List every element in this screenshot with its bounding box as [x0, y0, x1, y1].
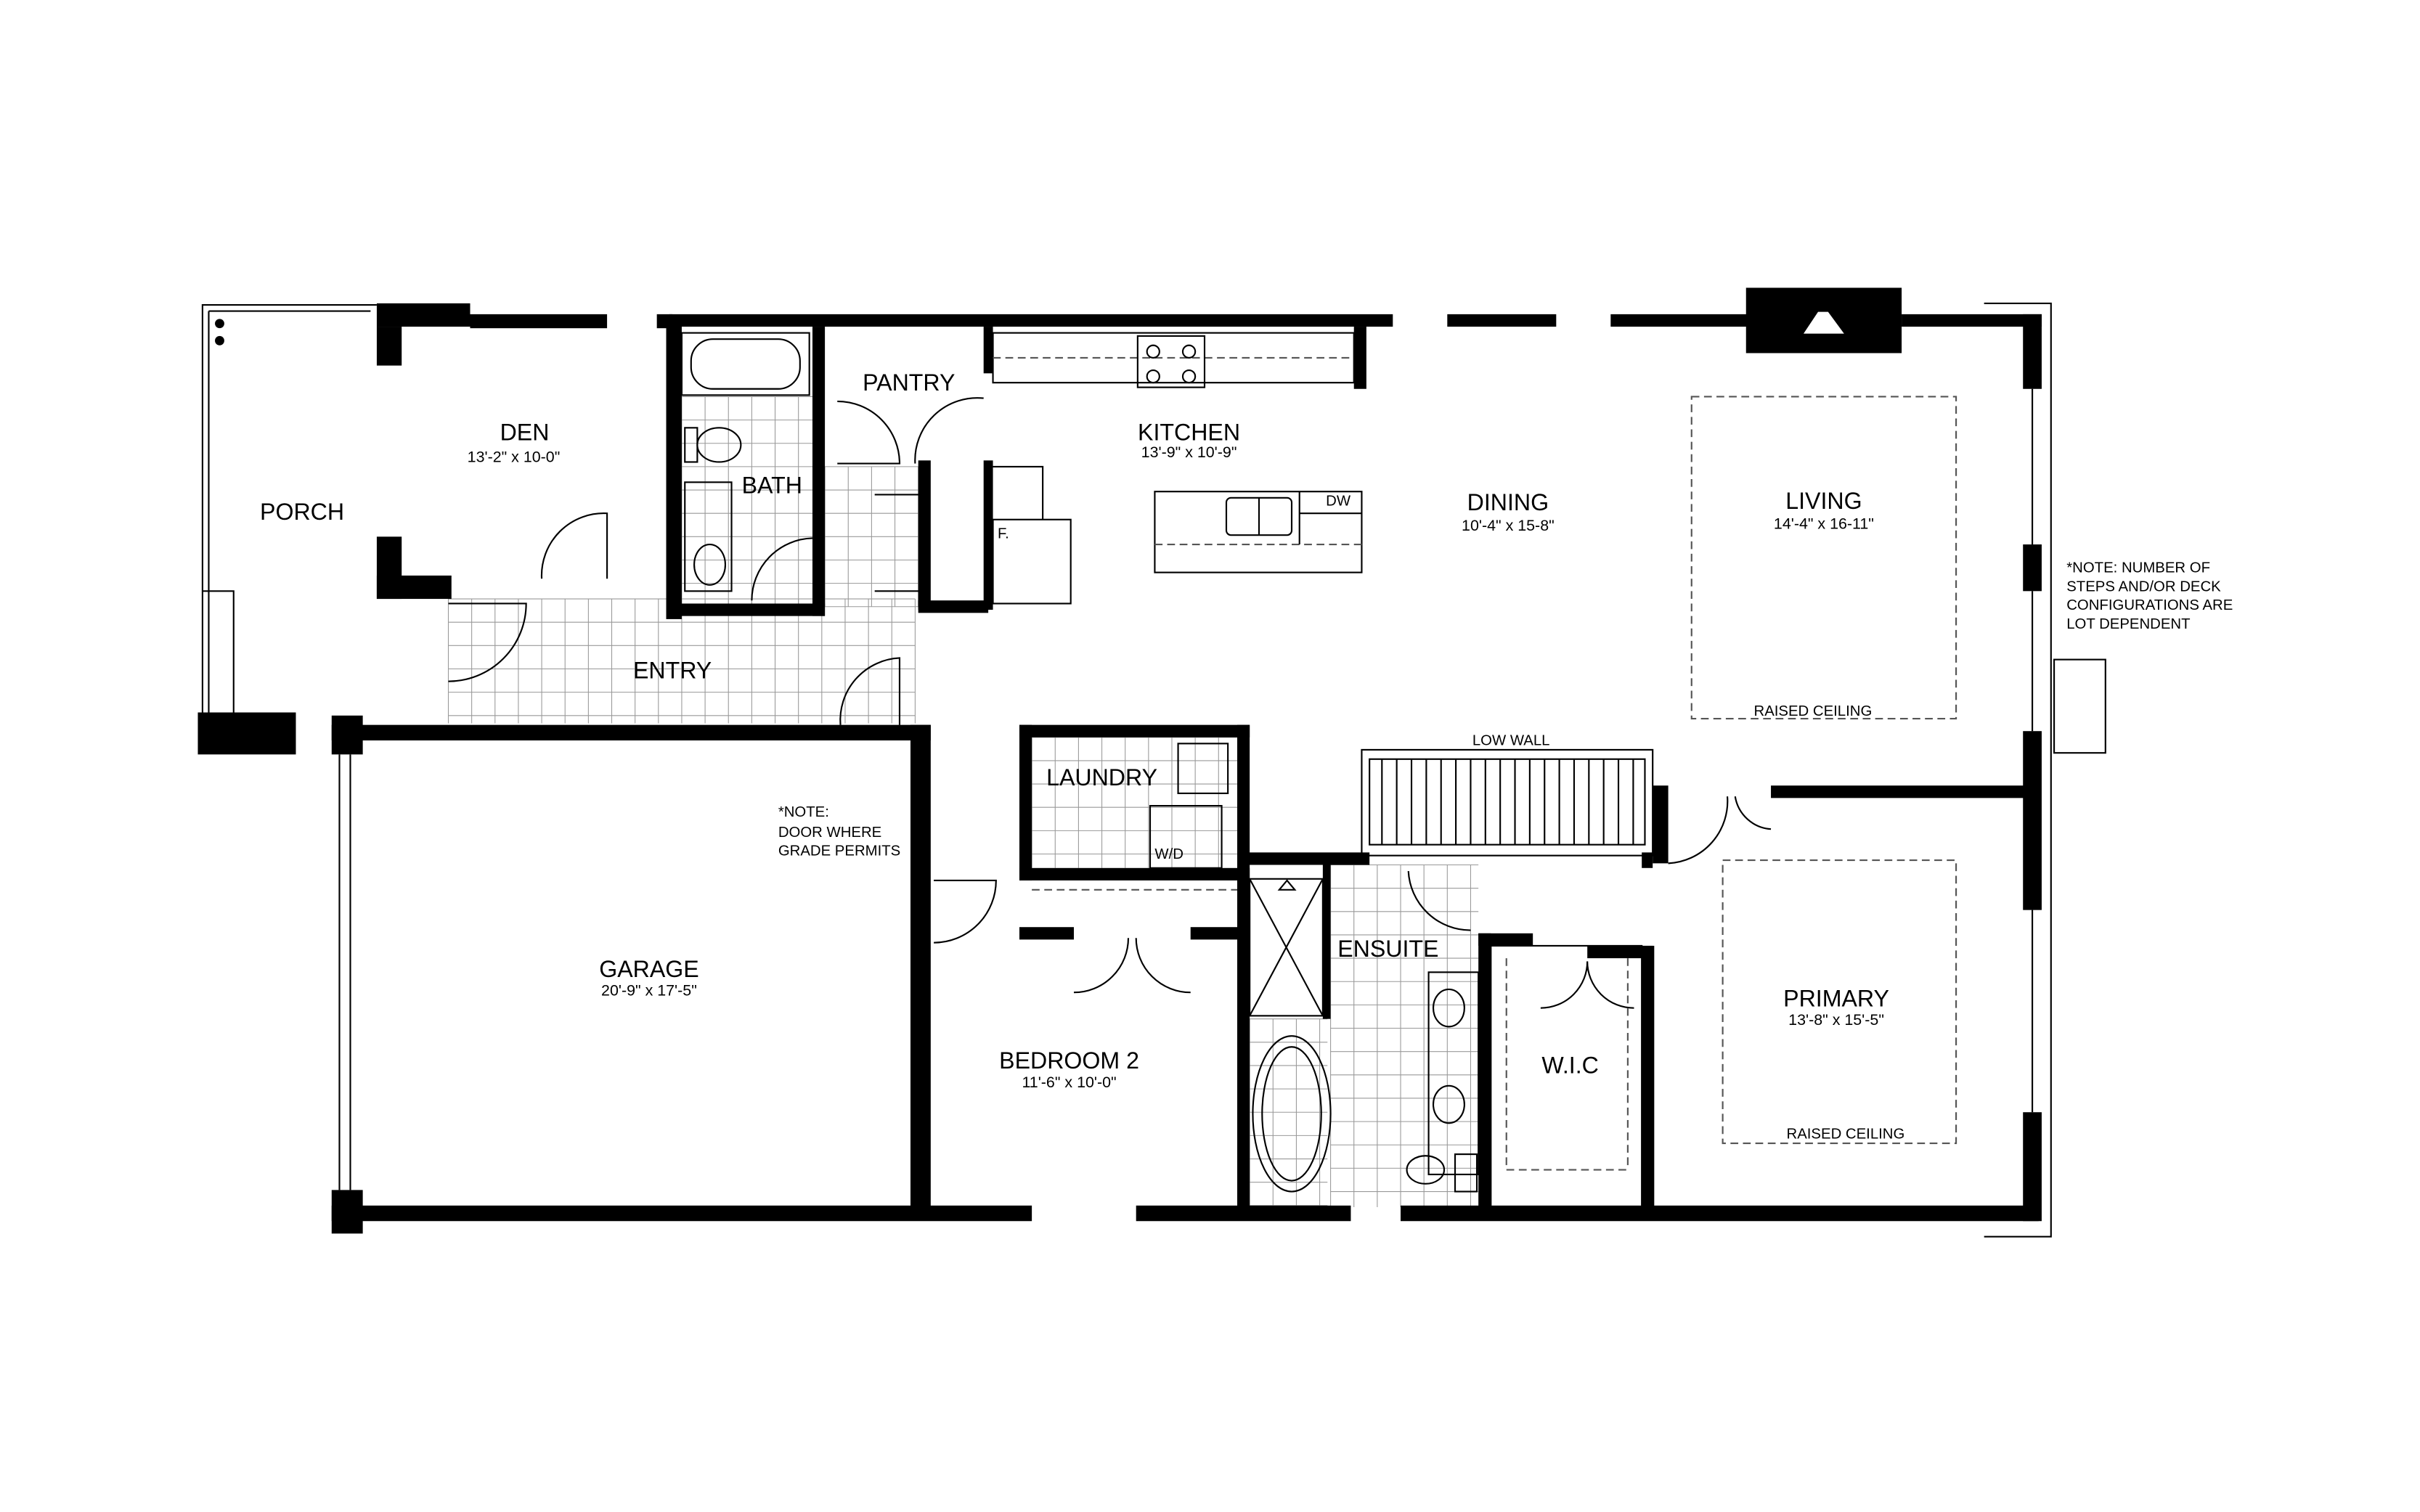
garage-door-note: *NOTE: DOOR WHERE GRADE PERMITS — [778, 804, 900, 859]
porch-outline — [197, 303, 377, 755]
wic-rods — [1490, 944, 1643, 1211]
note-line: CONFIGURATIONS ARE — [2066, 597, 2233, 613]
note-line: *NOTE: NUMBER OF — [2066, 560, 2210, 576]
stairs — [1361, 748, 1654, 857]
primary-raised-ceiling — [1722, 859, 1957, 1145]
kitchen-size: 13'-9" x 10'-9" — [1141, 444, 1237, 461]
note-line: STEPS AND/OR DECK — [2066, 579, 2221, 594]
garage-door — [338, 754, 351, 1190]
note-line: GRADE PERMITS — [778, 843, 900, 859]
dining-size: 10'-4" x 15-8" — [1462, 517, 1555, 534]
note-line: DOOR WHERE — [778, 825, 881, 841]
den-size: 13'-2" x 10-0" — [468, 448, 561, 465]
note-line: LOT DEPENDENT — [2066, 616, 2190, 632]
kitchen-counter — [992, 332, 1355, 388]
pantry-label: PANTRY — [863, 369, 955, 396]
fridge-label: F. — [998, 526, 1009, 542]
primary-size: 13'-8" x 15'-5" — [1788, 1011, 1884, 1029]
ensuite-fixtures — [1249, 878, 1480, 1193]
bedroom2-label: BEDROOM 2 — [999, 1047, 1139, 1074]
bath-fixtures — [680, 332, 810, 592]
den-label: DEN — [500, 419, 550, 445]
primary-ceiling-label: RAISED CEILING — [1787, 1127, 1905, 1143]
wic-label: W.I.C — [1541, 1053, 1599, 1079]
dining-label: DINING — [1467, 489, 1549, 515]
walls — [331, 287, 2042, 1234]
deck-steps — [1984, 302, 2106, 1238]
kitchen-island: DW — [1154, 491, 1363, 573]
primary-label: PRIMARY — [1783, 986, 1889, 1012]
living-ceiling-label: RAISED CEILING — [1754, 703, 1873, 719]
living-raised-ceiling — [1690, 396, 1957, 720]
living-label: LIVING — [1785, 488, 1862, 514]
low-wall-label: LOW WALL — [1472, 732, 1550, 748]
bath-label: BATH — [742, 472, 802, 498]
note-line: *NOTE: — [778, 804, 829, 820]
porch-label: PORCH — [260, 499, 344, 525]
washer-dryer-label: W/D — [1154, 846, 1183, 862]
entry-label: ENTRY — [633, 657, 712, 683]
laundry-label: LAUNDRY — [1046, 764, 1157, 790]
doors — [448, 397, 1772, 1009]
deck-note: *NOTE: NUMBER OF STEPS AND/OR DECK CONFI… — [2066, 560, 2233, 632]
fridge: F. — [992, 465, 1072, 605]
living-size: 14'-4" x 16-11" — [1774, 515, 1874, 533]
garage-label: GARAGE — [599, 956, 698, 982]
laundry-fixtures: W/D — [1032, 743, 1238, 891]
tile-floors — [447, 396, 1479, 1207]
garage-size: 20'-9" x 17'-5" — [601, 982, 697, 1000]
kitchen-label: KITCHEN — [1138, 419, 1240, 445]
dishwasher-label: DW — [1326, 493, 1351, 509]
bedroom2-size: 11'-6" x 10'-0" — [1022, 1074, 1116, 1091]
ensuite-label: ENSUITE — [1337, 936, 1438, 962]
